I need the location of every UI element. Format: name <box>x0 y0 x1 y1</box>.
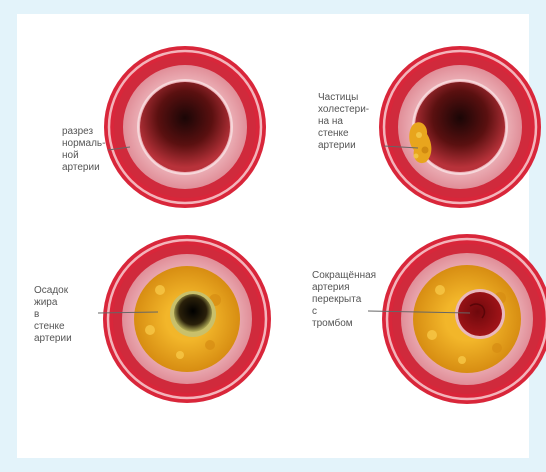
label-cholesterol-particles: Частицы холестери- на на стенке артерии <box>318 92 369 152</box>
label-thrombus: Сокращённая артерия перекрыта с тромбом <box>312 270 376 330</box>
artery-thrombus <box>368 234 546 404</box>
label-fat-deposit: Осадок жира в стенке артерии <box>34 285 72 345</box>
thrombus-clot <box>458 292 502 336</box>
label-normal-artery: разрез нормаль- ной артерии <box>62 126 105 174</box>
artery-normal <box>104 46 266 208</box>
narrowed-lumen <box>174 294 212 332</box>
artery-cholesterol <box>379 46 541 208</box>
lumen <box>140 82 230 172</box>
artery-fat-deposit <box>98 235 271 403</box>
